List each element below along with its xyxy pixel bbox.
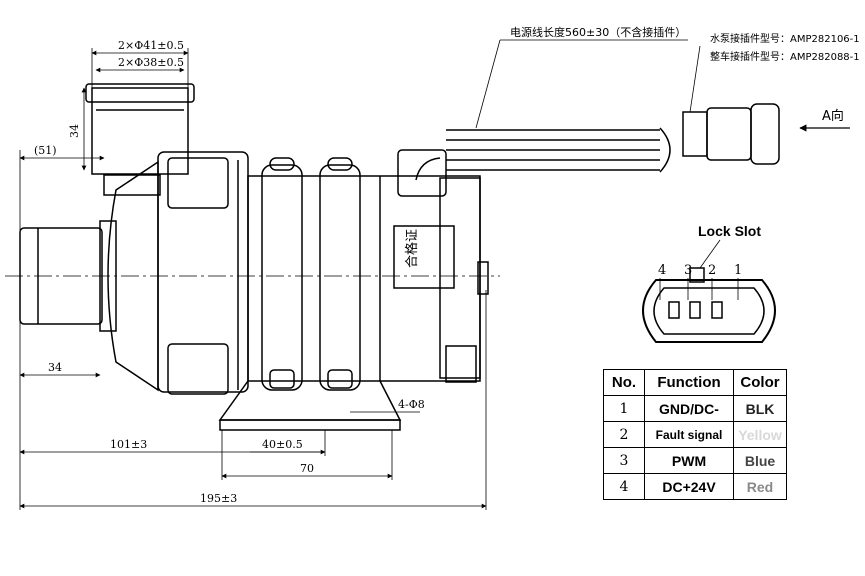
pin-no: 2 — [603, 421, 645, 448]
pin-function: Fault signal — [644, 421, 734, 448]
pin-no: 1 — [603, 395, 645, 422]
pin-label-3: 3 — [684, 263, 692, 278]
table-row: 2 Fault signal Yellow — [603, 421, 787, 448]
cable-bundle — [446, 103, 780, 173]
pin-function: GND/DC- — [644, 395, 734, 422]
pin-no: 4 — [603, 473, 645, 500]
header-no: No. — [603, 369, 645, 396]
pin-no: 3 — [603, 447, 645, 474]
dim-inlet-length: 34 — [48, 361, 62, 374]
pin-color: Red — [733, 473, 787, 500]
table-row: 4 DC+24V Red — [603, 473, 787, 500]
cert-label — [393, 225, 455, 289]
view-a-label: A向 — [822, 108, 844, 124]
table-header-row: No. Function Color — [603, 369, 787, 396]
pump-volute — [107, 160, 159, 392]
pin-label-1: 1 — [734, 263, 742, 278]
dim-center-dist: 101±3 — [110, 438, 147, 451]
table-row: 3 PWM Blue — [603, 447, 787, 474]
pin-function-table: No. Function Color 1 GND/DC- BLK 2 Fault… — [603, 369, 787, 500]
inlet-pipe — [19, 227, 103, 325]
cable-length-note: 电源线长度560±30（不含接插件） — [510, 25, 686, 39]
clamp-band-2 — [319, 164, 361, 391]
outlet-pipe — [91, 87, 189, 175]
dim-mount-width: 70 — [300, 462, 314, 475]
dim-overall-length: 195±3 — [200, 492, 237, 505]
motor-body-front — [157, 151, 249, 393]
pin-label-4: 4 — [658, 263, 666, 278]
dim-holes: 4-Φ8 — [398, 398, 425, 411]
pump-connector-note: 水泵接插件型号：AMP282106-1 — [710, 32, 860, 45]
clamp-band-1 — [261, 164, 303, 391]
vehicle-connector-note: 整车接插件型号：AMP282088-1 — [710, 50, 860, 63]
pin-color: BLK — [733, 395, 787, 422]
mount-bracket — [218, 380, 402, 421]
header-function: Function — [644, 369, 734, 396]
cert-label-text: 合格证 — [404, 229, 420, 268]
cable-gland — [397, 149, 447, 197]
pin-color: Blue — [733, 447, 787, 474]
pin-function: DC+24V — [644, 473, 734, 500]
dim-inner-dia: 2×Φ38±0.5 — [118, 56, 184, 69]
header-color: Color — [733, 369, 787, 396]
pin-function: PWM — [644, 447, 734, 474]
lock-slot-label: Lock Slot — [698, 223, 761, 239]
dim-inlet-height: 34 — [68, 124, 81, 138]
dim-mount-spacing: 40±0.5 — [262, 438, 303, 451]
table-row: 1 GND/DC- BLK — [603, 395, 787, 422]
pin-label-2: 2 — [708, 263, 716, 278]
connector-face — [642, 239, 776, 343]
dim-outer-dia: 2×Φ41±0.5 — [118, 39, 184, 52]
dim-ref-51: (51) — [34, 144, 57, 157]
motor-body-rear — [247, 175, 481, 382]
pin-color: Yellow — [733, 421, 787, 448]
